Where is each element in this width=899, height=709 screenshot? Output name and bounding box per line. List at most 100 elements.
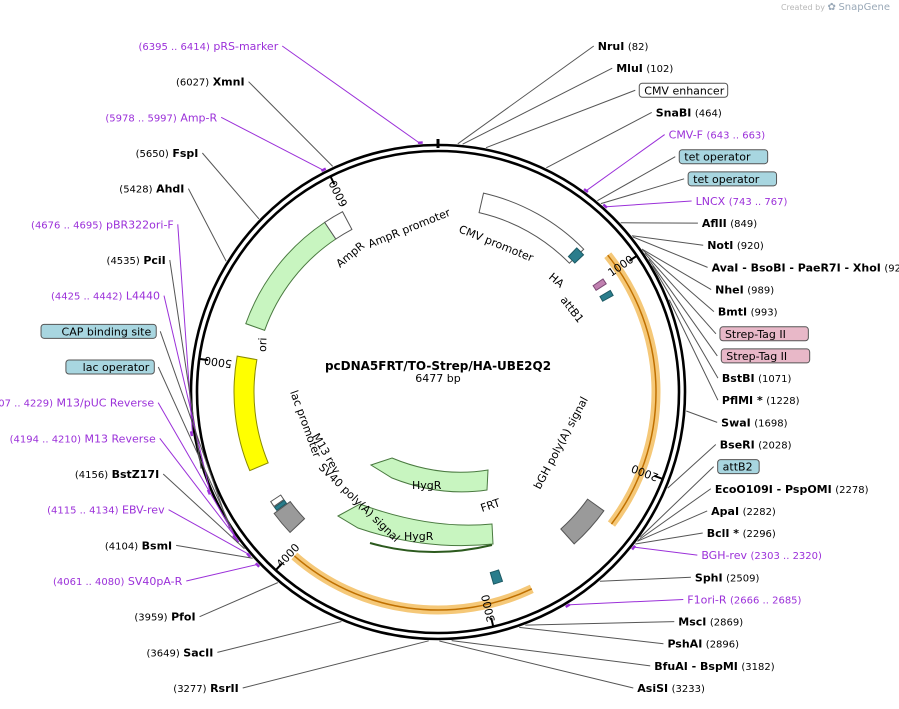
primer-mark — [254, 562, 261, 568]
tick-label-6000: 6000 — [326, 178, 350, 209]
leader-line — [637, 488, 712, 541]
site-label: lac operator — [83, 361, 150, 374]
plasmid-name: pcDNA5FRT/TO-Strep/HA-UBE2Q2 — [325, 359, 551, 373]
leader-line — [176, 544, 253, 559]
site-ebv-rev-4124: (4115 .. 4134) EBV-rev — [47, 504, 252, 558]
label-frt: FRT — [479, 496, 502, 515]
site-swai-1698: SwaI (1698) — [686, 410, 788, 429]
site-l4440-4433: (4425 .. 4442) L4440 — [51, 290, 212, 495]
site-label: LNCX (743 .. 767) — [696, 195, 788, 208]
site-label: AvaI - BsoBI - PaeR7I - XhoI (926) — [712, 261, 899, 274]
feature-attb1 — [599, 289, 614, 302]
site-bgh-rev-2312: BGH-rev (2303 .. 2320) — [631, 544, 822, 562]
leader-line — [457, 45, 595, 145]
orf-arc-1 — [604, 252, 661, 527]
site-pfoi-3959: (3959) PfoI — [134, 582, 278, 624]
leader-line — [439, 640, 634, 689]
feature-sv40-poly-a-signal — [273, 500, 306, 534]
orf-layer — [291, 252, 661, 615]
site-amp-r-5987: (5978 .. 5997) Amp-R — [105, 111, 327, 172]
site-f1ori-r-2676: F1ori-R (2666 .. 2685) — [565, 593, 802, 609]
site-label: (6027) XmnI — [176, 76, 245, 89]
site-label: MscI (2869) — [678, 616, 743, 629]
site-bstz17i-4156: (4156) BstZ17I — [75, 468, 245, 550]
feature-layer — [233, 192, 614, 585]
feature-ampr — [245, 221, 337, 331]
site-cmv-f-653: CMV-F (643 .. 663) — [583, 129, 766, 193]
leader-line — [168, 509, 250, 556]
site-label: Strep-Tag II — [726, 350, 787, 363]
site-label: attB2 — [723, 461, 753, 474]
leader-line — [642, 249, 715, 313]
leader-line — [519, 626, 664, 645]
tick-4000 — [274, 562, 283, 571]
site-cmv-enhancer-200: CMV enhancer — [485, 82, 729, 149]
leader-line — [668, 299, 719, 401]
site-label: Strep-Tag II — [725, 328, 786, 341]
leader-line — [217, 621, 342, 653]
site-label: (4676 .. 4695) pBR322ori-F — [31, 218, 174, 231]
site-aflii-849: AflII (849) — [620, 217, 757, 230]
site-label: PshAI (2896) — [667, 638, 739, 651]
site-bcli-2296: BclI * (2296) — [635, 527, 776, 545]
site-xmni-6027: (6027) XmnI — [176, 76, 334, 167]
site-attb2-2262: attB2 — [639, 459, 760, 538]
site-label: tet operator — [684, 151, 751, 164]
site-label: CAP binding site — [62, 325, 152, 338]
feature-cmv-promoter — [478, 192, 585, 264]
site-label: BstBI (1071) — [722, 372, 792, 385]
leader-line — [600, 178, 685, 205]
site-box — [720, 348, 811, 364]
site-label: EcoO109I - PspOMI (2278) — [715, 483, 869, 496]
site-label: (4104) BsmI — [105, 539, 172, 552]
site-bseri-2028: BseRI (2028) — [667, 438, 792, 489]
leader-line — [281, 45, 421, 145]
site-avai-bsobi-paer7i-xhoi-926: AvaI - BsoBI - PaeR7I - XhoI (926) — [632, 236, 899, 274]
site-ahdi-5428: (5428) AhdI — [119, 183, 227, 262]
site-label: (3959) PfoI — [134, 611, 195, 624]
feature-lac-promoter — [269, 494, 285, 508]
site-label: tet operator — [693, 173, 760, 186]
label-hygr-2: HygR — [404, 530, 434, 543]
leader-line — [644, 252, 717, 335]
site-lncx-755: LNCX (743 .. 767) — [602, 195, 788, 209]
site-box — [638, 82, 729, 98]
primer-mark — [189, 431, 194, 437]
site-box — [687, 171, 778, 187]
site-box — [719, 326, 809, 342]
feature-ori — [233, 355, 269, 472]
feature-bgh-poly-a-signal — [560, 498, 605, 545]
leader-line — [242, 640, 429, 689]
site-box — [40, 323, 157, 339]
site-ecoo109i-pspomi-2278: EcoO109I - PspOMI (2278) — [637, 483, 869, 541]
leader-line — [667, 444, 717, 489]
leader-line — [641, 248, 712, 290]
site-label: (3277) RsrII — [173, 682, 238, 695]
leader-line — [599, 576, 691, 582]
credit-prefix: Created by — [780, 3, 825, 12]
leader-line — [631, 235, 704, 246]
site-bmti-993: BmtI (993) — [642, 249, 778, 319]
site-bfuai-bspmi-3182: BfuAI - BspMI (3182) — [451, 640, 775, 673]
tick-3000 — [490, 617, 495, 627]
site-label: AsiSI (3233) — [637, 682, 705, 695]
site-strep-tag-ii-1040: Strep-Tag II — [648, 259, 811, 364]
label-lac-promoter: lac promoter — [287, 389, 323, 460]
leader-line — [597, 156, 676, 202]
site-label: NotI (920) — [707, 239, 764, 252]
site-label: CMV-F (643 .. 663) — [669, 129, 766, 142]
tick-label-5000: 5000 — [203, 354, 233, 371]
primer-mark — [583, 188, 589, 193]
leader-line — [585, 134, 665, 192]
site-label: BclI * (2296) — [707, 527, 776, 540]
leader-line — [632, 546, 698, 556]
site-m13-reverse-4202: (4194 .. 4210) M13 Reverse — [10, 432, 240, 544]
plasmid-size: 6477 bp — [415, 372, 460, 385]
site-label: BseRI (2028) — [720, 438, 792, 451]
site-asisi-3233: AsiSI (3233) — [439, 640, 705, 695]
site-cap-binding-site-4260: CAP binding site — [40, 323, 231, 529]
label-ha: HA — [546, 270, 567, 290]
backbone-inner — [195, 149, 681, 635]
